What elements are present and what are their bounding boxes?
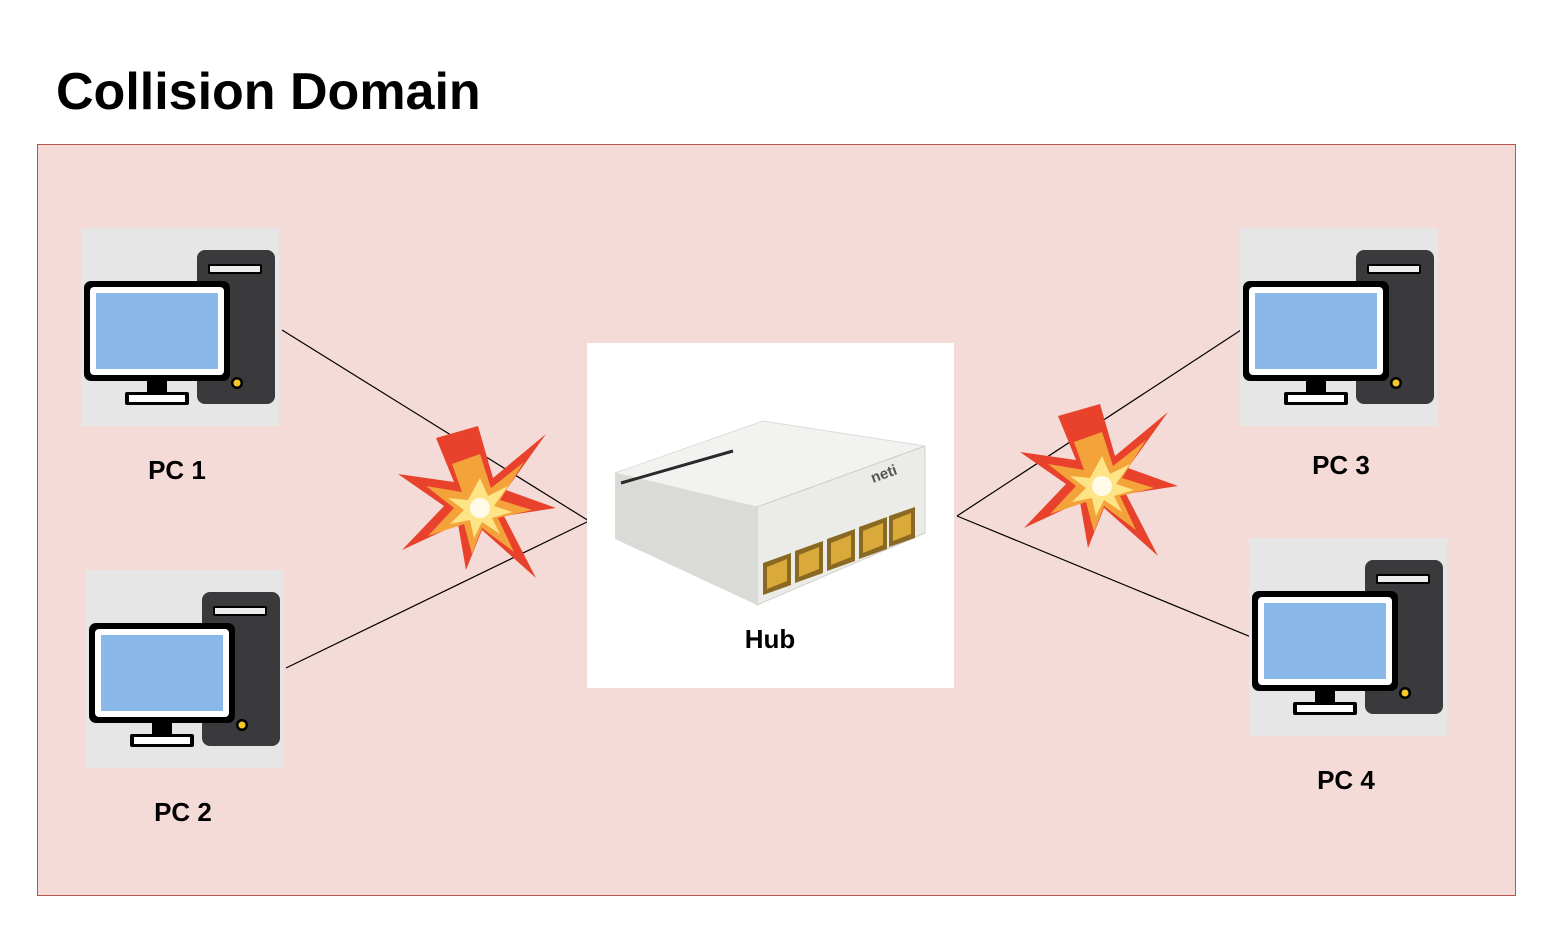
hub-label: Hub <box>744 624 796 654</box>
pc2-computer-icon <box>86 570 284 768</box>
link-pc1-hub <box>281 329 590 522</box>
pc1-label: PC 1 <box>148 455 206 485</box>
pc2-label: PC 2 <box>154 797 212 827</box>
pc4-computer-icon <box>1249 538 1447 736</box>
pc4-label: PC 4 <box>1317 765 1375 795</box>
collision-burst-icon-right <box>1018 398 1182 567</box>
network-hub-icon: neti <box>613 420 926 606</box>
hub-ports <box>763 507 915 595</box>
pc1-computer-icon <box>81 228 279 426</box>
link-pc2-hub <box>285 520 590 669</box>
diagram-title: Collision Domain <box>56 63 481 121</box>
hub-panel: neti Hub <box>587 343 954 688</box>
pc3-label: PC 3 <box>1312 450 1370 480</box>
link-hub-pc4 <box>956 515 1252 638</box>
pc3-computer-icon <box>1240 228 1438 426</box>
collision-burst-icon-left <box>396 420 560 589</box>
